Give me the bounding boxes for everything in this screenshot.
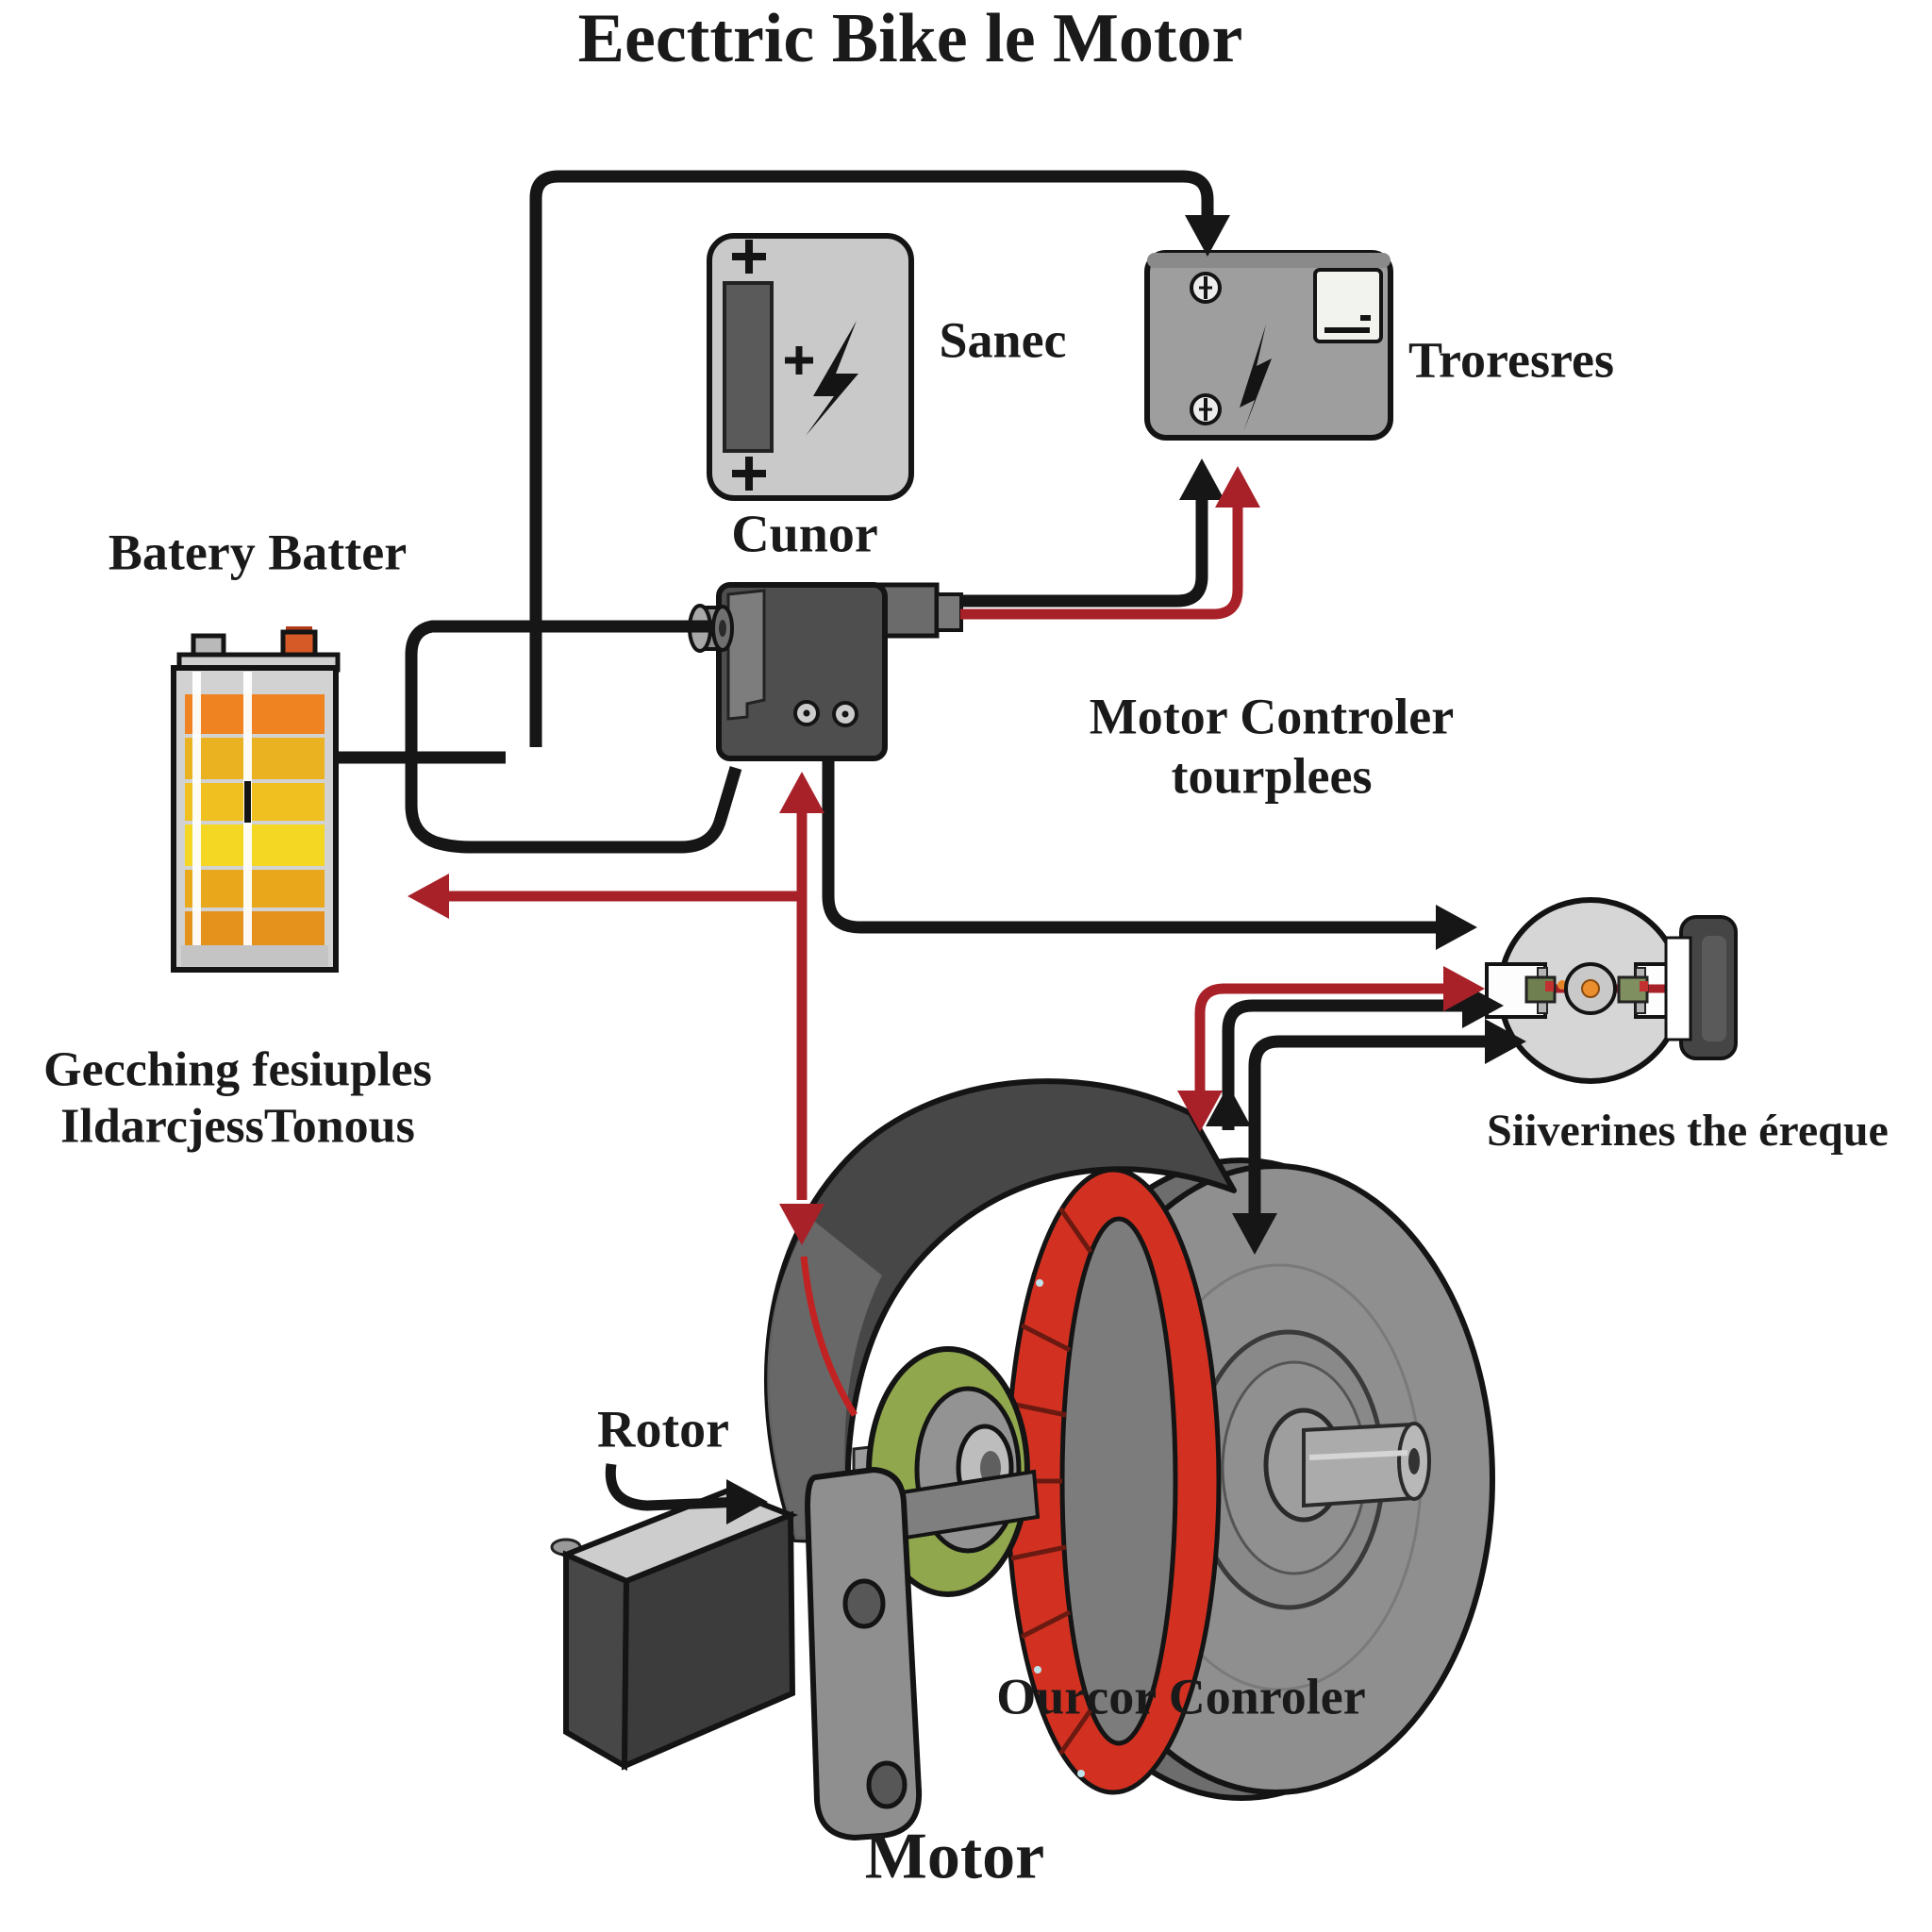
- outer-controller-label: Ourcor Conroler: [996, 1668, 1366, 1725]
- diagram-title: Eecttric Bike le Motor: [577, 0, 1243, 78]
- battery-band: [185, 738, 325, 779]
- screen-dash: [1360, 315, 1371, 321]
- motor-label: Motor: [864, 1820, 1045, 1893]
- throttle-highlight-panel: [726, 589, 766, 721]
- battery-band: [185, 783, 325, 821]
- wire-throttle-to-hub: [822, 760, 1455, 934]
- display-label: Troresres: [1408, 331, 1614, 389]
- plus-bottom-icon: [732, 457, 766, 491]
- battery-note-line2: IldarcjessTonous: [60, 1100, 415, 1154]
- display-module: [1144, 250, 1393, 441]
- lightning-icon: [806, 321, 858, 436]
- plus-top-icon: [732, 240, 766, 274]
- mount-bracket-arm: [804, 1466, 923, 1841]
- battery-note-line1: Gecching fesiuples: [43, 1042, 432, 1097]
- red-arrowheads: [408, 466, 1485, 1245]
- black-arrowheads: [726, 215, 1526, 1524]
- wire-hub-to-motor-b: [1248, 1035, 1509, 1228]
- throttle-connector-nub: [935, 592, 963, 632]
- mount-box-left: [563, 1550, 630, 1772]
- controller-label-line2: tourplees: [1171, 747, 1373, 804]
- arrow-down-icon: [1177, 1091, 1223, 1132]
- arrow-right-icon: [1436, 905, 1477, 950]
- black-wires: [337, 170, 1509, 1511]
- mount-box-front: [621, 1510, 796, 1771]
- wire-battery-to-display: [529, 170, 1214, 747]
- hub-chip-dot: [1545, 981, 1554, 991]
- throttle-barrel-hole: [719, 620, 726, 637]
- hub-disc-component: [1485, 897, 1738, 1084]
- battery-stripe: [192, 672, 201, 951]
- battery-band: [185, 694, 325, 734]
- charger-cell: [723, 281, 774, 453]
- arrow-right-icon: [1443, 966, 1485, 1011]
- wire-hub-to-motor-a: [1222, 999, 1483, 1130]
- rotor-label: Rotor: [597, 1400, 729, 1459]
- wire-throttle-to-display-red: [960, 491, 1243, 620]
- hub-bracket-notch: [1664, 936, 1692, 1041]
- wire-hub-to-motor-red: [1194, 983, 1464, 1106]
- arrow-up-icon: [1206, 1085, 1251, 1126]
- hub-axle-center: [1581, 979, 1600, 998]
- throttle-label: Cunor: [731, 505, 878, 564]
- arrow-up-icon: [779, 772, 824, 813]
- arrow-right-icon: [726, 1479, 768, 1524]
- screw-top-icon: [1190, 272, 1222, 304]
- hub-chip-dot: [1640, 981, 1648, 991]
- motor-shaft-hole: [1408, 1448, 1420, 1474]
- motor-red-lead: [800, 1256, 858, 1417]
- battery-band: [185, 870, 325, 908]
- display-screen: [1313, 268, 1383, 343]
- throttle-component: [688, 582, 963, 761]
- battery-label: Batery Batter: [108, 524, 408, 581]
- arrow-down-icon: [779, 1204, 824, 1245]
- lightning-icon: [1240, 325, 1272, 432]
- battery-note: Gecching fesiuples IldarcjessTonous: [43, 1042, 432, 1157]
- charger-module: [707, 233, 914, 501]
- red-wires: [430, 491, 1464, 1200]
- motor-assembly: [550, 1078, 1495, 1841]
- arrow-up-icon: [1215, 466, 1260, 508]
- magnet-ring-inner: [1059, 1216, 1178, 1746]
- arrow-left-icon: [408, 874, 449, 919]
- wire-throttle-to-display-black: [960, 483, 1208, 608]
- battery-band: [185, 911, 325, 947]
- battery-tick: [244, 781, 251, 823]
- battery-illustration: [171, 626, 341, 973]
- battery-base-strip: [181, 945, 328, 966]
- controller-label: Motor Controler tourplees: [1090, 687, 1454, 805]
- display-box-top-edge: [1147, 253, 1391, 268]
- hub-bracket-shade: [1702, 936, 1726, 1041]
- hub-label: Siiverines the éreque: [1487, 1106, 1889, 1157]
- arrow-down-icon: [1185, 215, 1230, 257]
- bracket-hole: [866, 1760, 908, 1809]
- controller-label-line1: Motor Controler: [1089, 688, 1455, 745]
- arrow-up-icon: [1179, 458, 1224, 500]
- arrow-down-icon: [1232, 1213, 1277, 1255]
- throttle-screws: [793, 700, 858, 727]
- screw-bottom-icon: [1190, 393, 1222, 425]
- bracket-hole: [842, 1578, 886, 1629]
- battery-band: [185, 824, 325, 866]
- plus-small-icon: [785, 346, 813, 375]
- motor-shaft-highlight: [1308, 1450, 1408, 1460]
- charger-label: Sanec: [939, 311, 1067, 369]
- rotor-pointer-line: [605, 1463, 744, 1511]
- wire-battery-loop: [405, 620, 742, 854]
- motor-housing-shade: [767, 1219, 882, 1541]
- arrow-right-icon: [1485, 1019, 1526, 1064]
